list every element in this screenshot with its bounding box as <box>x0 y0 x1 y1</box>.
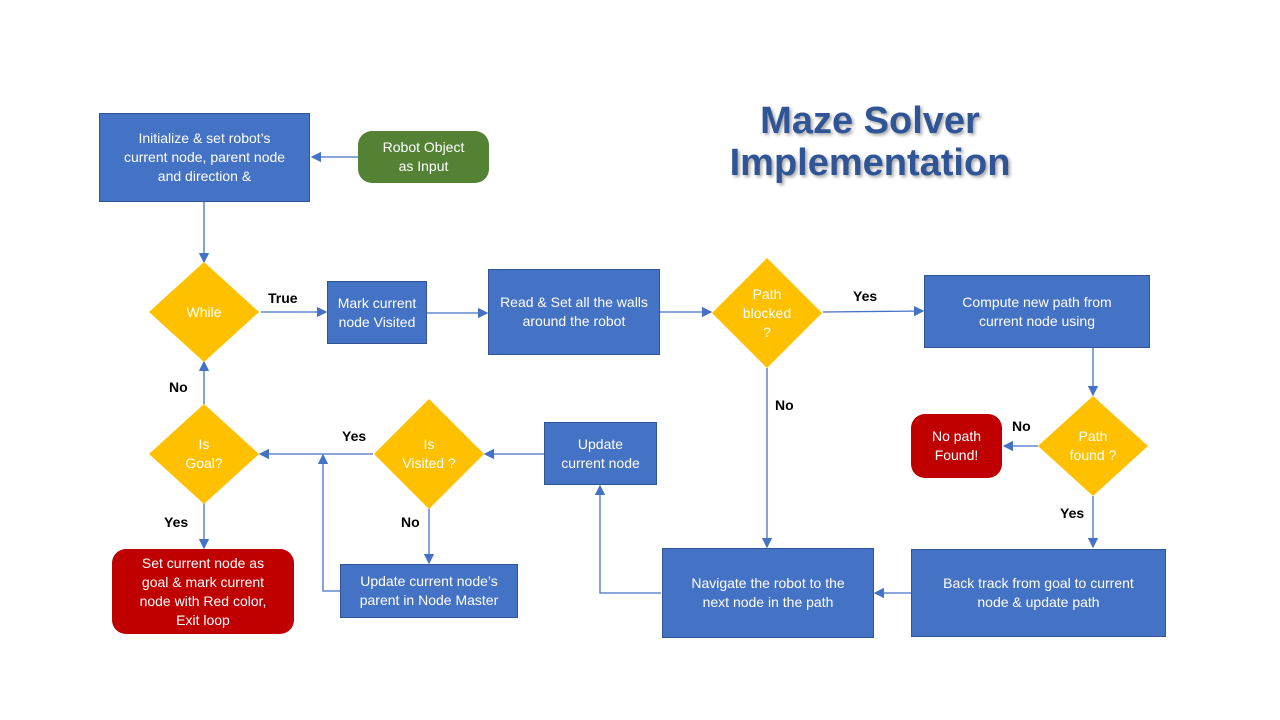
edge-label-blocked-yes: Yes <box>853 288 878 304</box>
arrow-blocked-yes <box>822 305 925 317</box>
compute-path-label: Compute new path from current node using <box>962 293 1112 329</box>
mark-visited-box: Mark current node Visited <box>327 281 427 344</box>
path-blocked-label: Path blocked ? <box>742 285 792 340</box>
navigate-label: Navigate the robot to the next node in t… <box>691 575 845 610</box>
path-blocked-diamond-shape <box>712 258 822 368</box>
is-visited-decision: Is Visited ? <box>374 399 484 509</box>
is-goal-label: Is Goal? <box>185 436 223 471</box>
edge-label-found-yes: Yes <box>1060 505 1085 521</box>
read-walls-label: Read & Set all the walls around the robo… <box>500 294 648 329</box>
no-path-terminal: No path Found! <box>911 414 1002 478</box>
edge-label-goal-yes: Yes <box>164 514 189 530</box>
update-parent-label: Update current node’s parent in Node Mas… <box>359 573 499 608</box>
path-found-label: Path found ? <box>1069 428 1117 463</box>
is-goal-diamond-shape <box>149 404 259 504</box>
path-found-diamond-shape <box>1038 396 1148 496</box>
arrow-parent-to-join <box>317 453 340 592</box>
is-visited-diamond-shape <box>374 399 484 509</box>
edge-label-visited-no: No <box>401 514 420 530</box>
is-visited-label: Is Visited ? <box>402 436 456 471</box>
while-decision: While <box>149 262 259 362</box>
diagram-title: Maze Solver Implementation <box>729 100 1011 184</box>
robot-input-box: Robot Object as Input <box>358 131 489 183</box>
set-goal-terminal: Set current node as goal & mark current … <box>112 549 294 634</box>
path-blocked-decision: Path blocked ? <box>712 258 822 368</box>
backtrack-box: Back track from goal to current node & u… <box>911 549 1166 637</box>
robot-input-label: Robot Object as Input <box>382 139 465 174</box>
update-current-label: Update current node <box>561 435 640 471</box>
while-label: While <box>186 303 222 320</box>
edge-label-found-no: No <box>1012 418 1031 434</box>
no-path-label: No path Found! <box>931 428 982 463</box>
edge-label-while-true: True <box>268 290 298 306</box>
read-walls-box: Read & Set all the walls around the robo… <box>488 269 660 355</box>
init-process-label: Initialize & set robot’s current node, p… <box>123 130 286 184</box>
mark-visited-label: Mark current node Visited <box>337 294 417 330</box>
update-current-box: Update current node <box>544 422 657 485</box>
is-goal-decision: Is Goal? <box>149 404 259 504</box>
path-found-decision: Path found ? <box>1038 396 1148 496</box>
update-parent-box: Update current node’s parent in Node Mas… <box>340 564 518 618</box>
navigate-box: Navigate the robot to the next node in t… <box>662 548 874 638</box>
arrow-navigate-to-update <box>594 484 661 594</box>
init-process-box: Initialize & set robot’s current node, p… <box>99 113 310 202</box>
edge-label-visited-yes: Yes <box>342 428 367 444</box>
set-goal-label: Set current node as goal & mark current … <box>139 554 267 628</box>
while-diamond-shape <box>149 262 259 362</box>
backtrack-label: Back track from goal to current node & u… <box>943 575 1134 610</box>
edge-label-goal-no: No <box>169 379 188 395</box>
edge-label-blocked-no: No <box>775 397 794 413</box>
compute-path-box: Compute new path from current node using <box>924 275 1150 348</box>
